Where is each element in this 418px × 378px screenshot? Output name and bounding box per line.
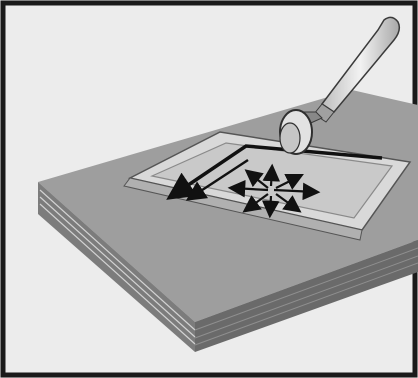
arrow-icon <box>270 196 271 214</box>
arrow-icon <box>271 168 272 186</box>
roller-hub <box>280 123 300 153</box>
